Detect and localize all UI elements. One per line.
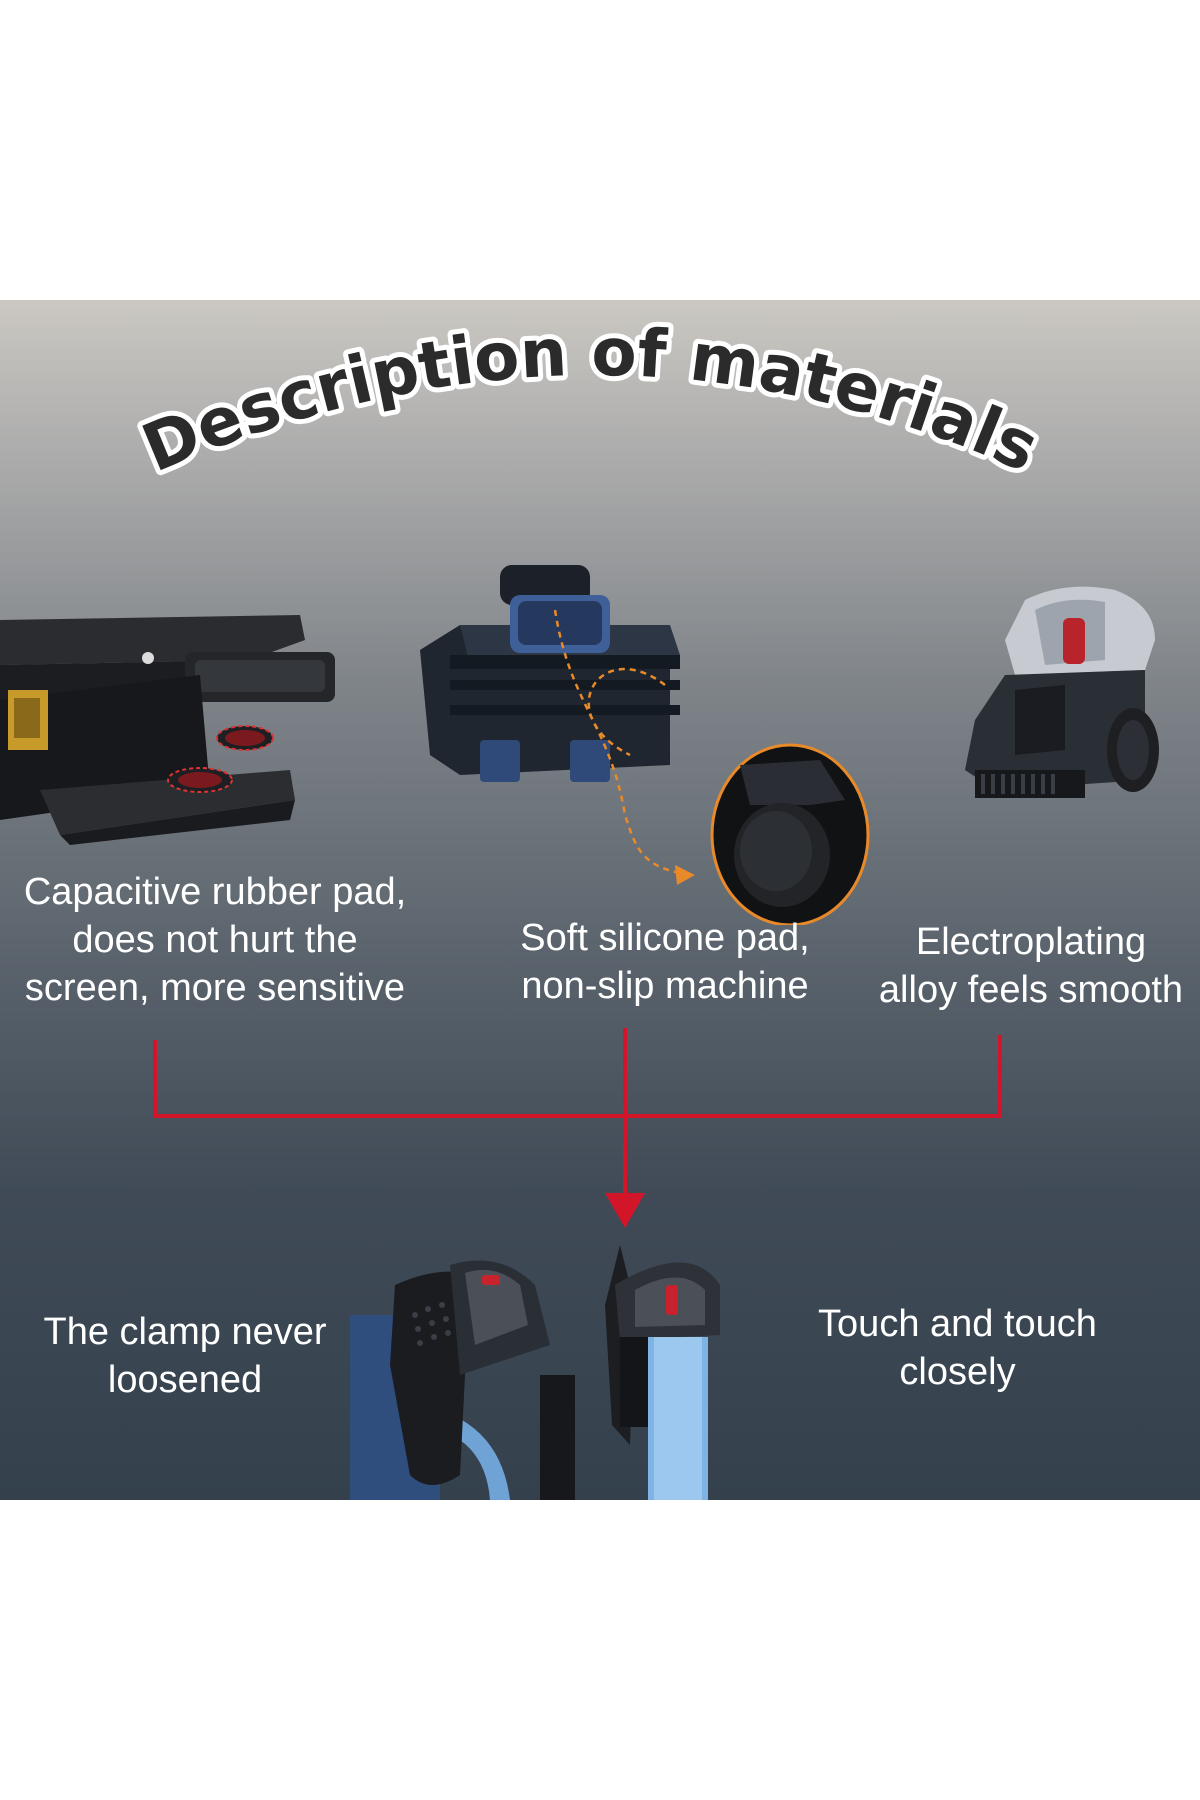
- trigger-rubber-pad-image: [0, 615, 335, 845]
- alloy-caption: Electroplating alloy feels smooth: [862, 918, 1200, 1014]
- trigger-alloy-image: [965, 586, 1159, 798]
- page-title: Description of materials: [132, 314, 1050, 487]
- material-description-panel: Description of materials: [0, 300, 1200, 1500]
- touch-caption: Touch and touch closely: [790, 1300, 1125, 1396]
- triggers-on-phone-image: [350, 1245, 720, 1500]
- page-title-text: Description of materials: [127, 309, 1055, 492]
- clamp-caption: The clamp never loosened: [28, 1308, 342, 1404]
- alloy-caption-line1: Electroplating: [915, 921, 1147, 963]
- rubber-pad-caption-line2: does not hurt the: [72, 919, 358, 961]
- clamp-caption-line2: loosened: [107, 1359, 263, 1401]
- rubber-pad-caption: Capacitive rubber pad, does not hurt the…: [0, 868, 430, 1012]
- silicone-pad-caption: Soft silicone pad, non-slip machine: [480, 914, 850, 1010]
- down-arrow-icon: [605, 1193, 645, 1228]
- trigger-silicone-pad-image: [420, 565, 870, 925]
- silicone-pad-caption-line2: non-slip machine: [521, 965, 809, 1007]
- clamp-caption-line1: The clamp never: [43, 1311, 327, 1353]
- silicone-pad-caption-line1: Soft silicone pad,: [520, 917, 810, 959]
- rubber-pad-caption-line3: screen, more sensitive: [24, 967, 406, 1009]
- rubber-pad-caption-line1: Capacitive rubber pad,: [23, 871, 407, 913]
- title-banner: Description of materials: [127, 309, 1055, 492]
- touch-caption-line2: closely: [899, 1351, 1016, 1393]
- touch-caption-line1: Touch and touch: [818, 1303, 1097, 1345]
- alloy-caption-line2: alloy feels smooth: [878, 969, 1184, 1011]
